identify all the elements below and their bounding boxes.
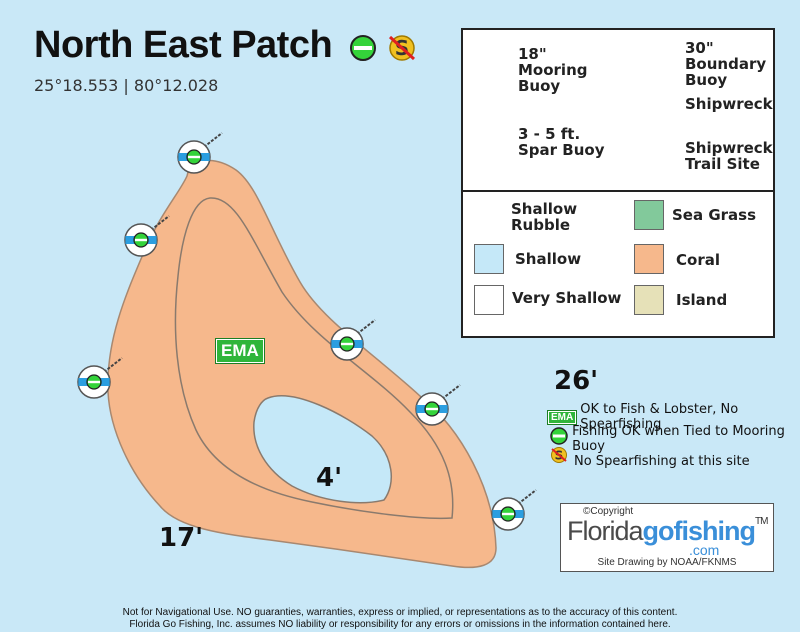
legend-coral-label: Coral [676,251,720,269]
brand-logo: FloridagofishingTM [567,516,769,547]
legend-very-shallow-swatch [474,285,504,315]
legend-coral-swatch [634,244,664,274]
legend-shallow-label: Shallow [515,250,582,268]
logo-bold: gofishing [642,516,756,546]
site-coordinates: 25°18.553 | 80°12.028 [34,76,219,95]
drawing-credit: Site Drawing by NOAA/FKNMS [597,557,737,568]
legend-sea-grass-swatch [634,200,664,230]
ema-note: EMA OK to Fish & Lobster, No Spearfishin… [548,402,800,432]
ema-note-badge: EMA [548,410,577,424]
copyright-label: ©Copyright [583,506,634,517]
logo-trademark: TM [755,516,768,527]
legend-shipwreck-label: Shipwreck [685,95,773,113]
no-spear-note: No Spearfishing at this site [548,450,800,472]
legend-boundary-buoy-label: 30" Boundary Buoy [685,39,767,89]
legend-very-shallow-label: Very Shallow [512,289,622,307]
legend-spar-buoy-label: 3 - 5 ft. Spar Buoy [518,125,605,159]
disclaimer: Not for Navigational Use. NO guaranties,… [0,607,800,631]
legend-island-swatch [634,285,664,315]
no-spear-note-icon: S [551,447,567,463]
shallow-lagoon [253,395,392,504]
mooring-buoy-icon [491,489,537,531]
ema-note-text: OK to Fish & Lobster, No Spearfishing [580,402,739,432]
legend-sea-grass-label: Sea Grass [672,206,757,224]
depth-label-4: 4' [316,463,343,493]
depth-contour [174,197,454,520]
no-spearfishing-icon: S [388,35,416,61]
disclaimer-line-1: Not for Navigational Use. NO guaranties,… [122,607,678,618]
depth-label-26: 26' [554,366,599,396]
legend-shipwreck-trail-label: Shipwreck Trail Site [685,139,773,173]
mooring-buoy-icon [415,384,461,426]
legend-shallow-rubble-label: Shallow Rubble [511,200,578,234]
brand-logo-box: ©Copyright FloridagofishingTM .com Site … [560,503,774,572]
mooring-allowed-icon [350,35,376,61]
ema-zone-badge: EMA [216,339,264,363]
mooring-note-icon [550,427,568,445]
disclaimer-line-2: Florida Go Fishing, Inc. assumes NO liab… [129,619,671,630]
map-legend: 18" Mooring Buoy 30" Boundary Buoy Shipw… [461,28,775,338]
logo-domain: .com [689,542,720,558]
regulation-notes: EMA OK to Fish & Lobster, No Spearfishin… [548,402,800,472]
legend-divider [463,190,773,192]
page-title: North East Patch [34,24,333,66]
legend-island-label: Island [676,291,728,309]
mooring-note: Fishing OK when Tied to Mooring Buoy [548,424,800,454]
depth-label-17: 17' [159,523,204,553]
mooring-note-text: Fishing OK when Tied to Mooring Buoy [572,424,785,454]
no-spear-note-text: No Spearfishing at this site [574,453,750,469]
coral-reef-area [107,159,497,569]
logo-plain: Florida [567,516,644,546]
legend-mooring-buoy-label: 18" Mooring Buoy [518,45,588,95]
legend-shallow-swatch [474,244,504,274]
